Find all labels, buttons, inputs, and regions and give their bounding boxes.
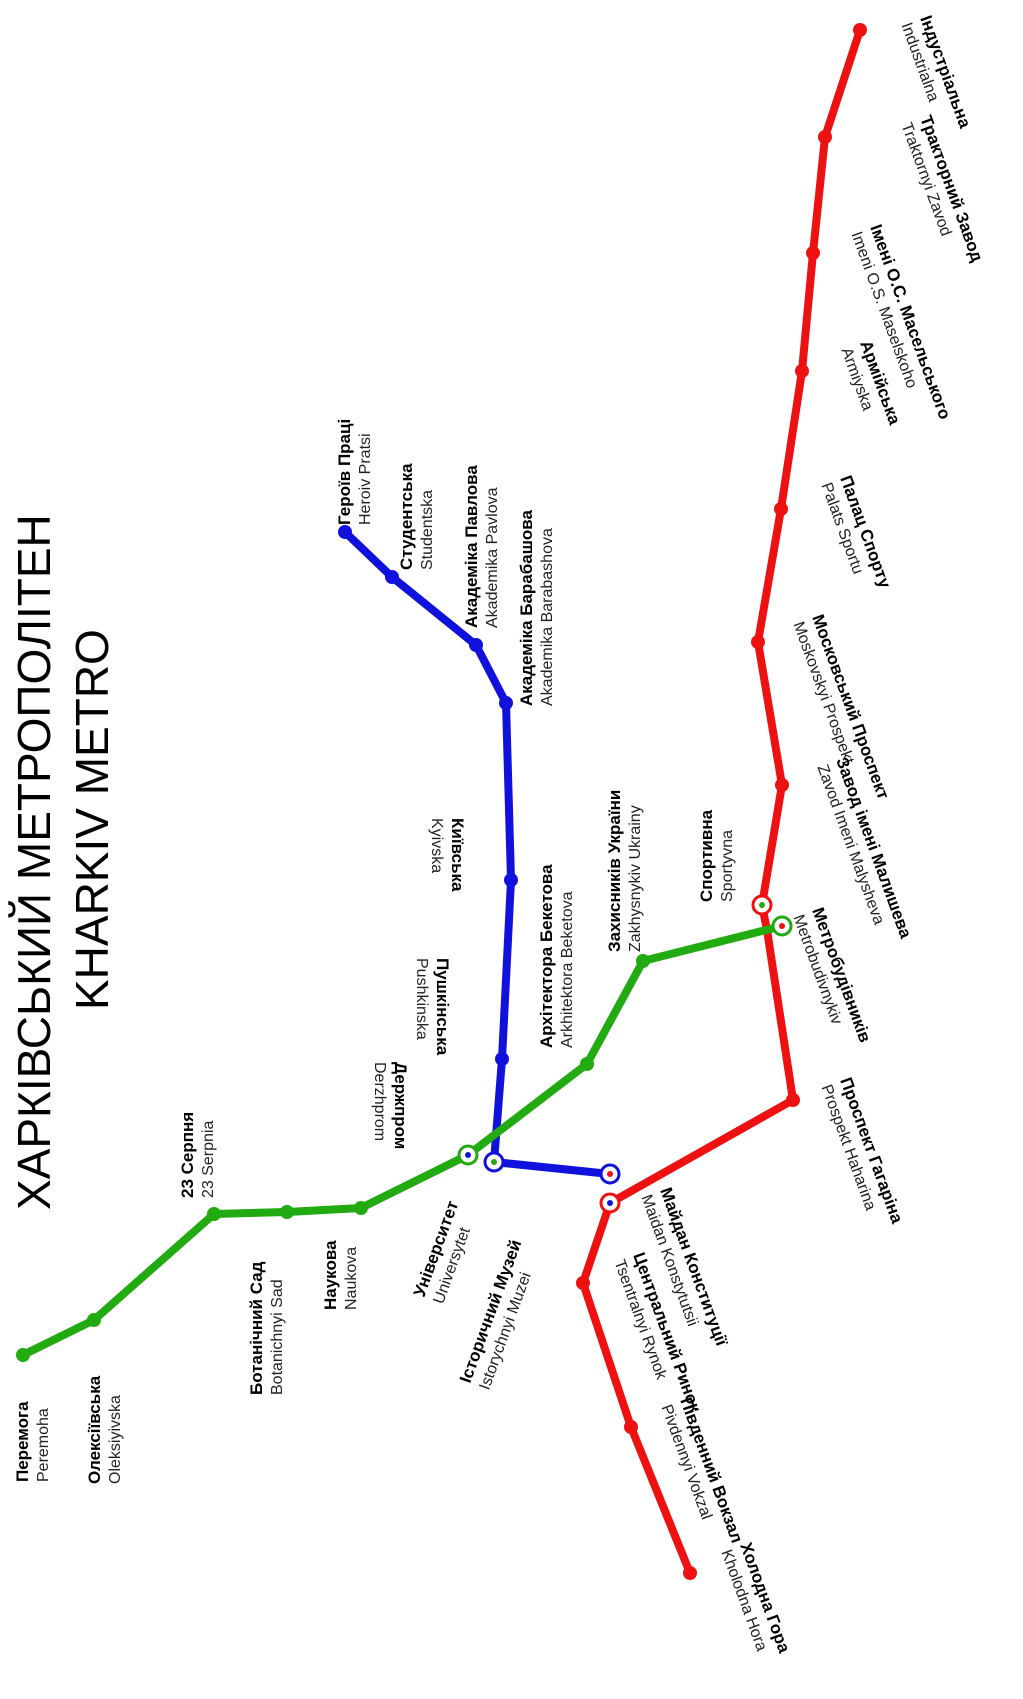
transfer-universytet[interactable]	[483, 1151, 505, 1173]
svg-text:Akademika Pavlova: Akademika Pavlova	[484, 487, 501, 628]
svg-text:Академіка Барабашова: Академіка Барабашова	[517, 510, 536, 706]
station-dot[interactable]	[207, 1207, 221, 1221]
station-dot[interactable]	[580, 1057, 594, 1071]
svg-text:Держпром: Держпром	[391, 1062, 410, 1149]
transfer-stations	[457, 894, 793, 1214]
svg-text:Захисників України: Захисників України	[605, 790, 624, 952]
svg-text:Архітектора Бекетова: Архітектора Бекетова	[537, 864, 556, 1048]
svg-text:Heroiv Pratsi: Heroiv Pratsi	[357, 433, 374, 525]
svg-text:Ботанічний Сад: Ботанічний Сад	[247, 1261, 266, 1395]
station-dot[interactable]	[751, 635, 765, 649]
label-zakhysnykiv-ukrainy: Захисників України Zakhysnykiv Ukrainy	[605, 790, 644, 952]
station-dot[interactable]	[280, 1205, 294, 1219]
svg-text:23 Serpnia: 23 Serpnia	[200, 1121, 217, 1198]
svg-text:Arkhitektora Beketova: Arkhitektora Beketova	[559, 891, 576, 1048]
svg-text:Пушкінська: Пушкінська	[433, 958, 452, 1056]
map-title-english: KHARKIV METRO	[66, 629, 118, 1010]
station-dot[interactable]	[636, 954, 650, 968]
svg-text:Sportyvna: Sportyvna	[719, 830, 736, 902]
station-dot[interactable]	[499, 696, 513, 710]
label-derzhprom: Держпром Derzhprom	[371, 1062, 410, 1149]
svg-text:Zakhysnykiv Ukrainy: Zakhysnykiv Ukrainy	[627, 805, 644, 952]
svg-text:Наукова: Наукова	[321, 1240, 340, 1310]
label-naukova: Наукова Naukova	[321, 1240, 360, 1310]
station-dot[interactable]	[818, 130, 832, 144]
label-akademika-barabashova: Академіка Барабашова Akademika Barabasho…	[517, 510, 556, 706]
blue-line-stations	[338, 525, 518, 1066]
transfer-sportyvna[interactable]	[751, 894, 773, 916]
svg-text:Derzhprom: Derzhprom	[371, 1062, 388, 1141]
label-pushkinska: Пушкінська Pushkinska	[413, 958, 452, 1056]
svg-text:Akademika Barabashova: Akademika Barabashova	[539, 528, 556, 706]
label-studentska: Студентська Studentska	[397, 463, 436, 570]
label-traktornyi-zavod: Тракторний Завод Traktornyi Zavod	[897, 113, 986, 265]
station-dot[interactable]	[774, 502, 788, 516]
station-dot[interactable]	[795, 364, 809, 378]
transfer-maidan-konstytutsii[interactable]	[599, 1192, 621, 1214]
blue-line-path	[341, 528, 614, 1178]
label-palats-sportu: Палац Спорту Palats Sportu	[817, 473, 894, 591]
label-akademika-pavlova: Академіка Павлова Akademika Pavlova	[462, 465, 501, 628]
transfer-metrobudivnykiv[interactable]	[771, 915, 793, 937]
label-23-serpnia: 23 Серпня 23 Serpnia	[178, 1112, 217, 1198]
svg-text:Київська: Київська	[448, 818, 467, 892]
station-dot[interactable]	[338, 525, 352, 539]
station-dot[interactable]	[16, 1348, 30, 1362]
svg-text:Botanichnyi Sad: Botanichnyi Sad	[269, 1279, 286, 1395]
station-dot[interactable]	[495, 1052, 509, 1066]
station-dot[interactable]	[469, 638, 483, 652]
station-dot[interactable]	[786, 1093, 800, 1107]
red-line-stations	[576, 23, 867, 1580]
svg-text:Спортивна: Спортивна	[697, 809, 716, 902]
green-line-stations	[16, 954, 650, 1362]
station-dot[interactable]	[806, 246, 820, 260]
station-dot[interactable]	[576, 1276, 590, 1290]
label-istorychnyi-muzei: Історичний Музей Istorychnyi Muzei	[456, 1237, 535, 1392]
map-title-ukrainian: ХАРКІВСЬКИЙ МЕТРОПОЛІТЕН	[8, 514, 60, 1210]
station-dot[interactable]	[504, 873, 518, 887]
station-dot[interactable]	[853, 23, 867, 37]
svg-text:Pushkinska: Pushkinska	[413, 958, 430, 1040]
svg-text:Студентська: Студентська	[397, 463, 416, 570]
label-kholodna-hora: Холодна Гора Kholodna Hora	[717, 1540, 794, 1656]
transfer-derzhprom[interactable]	[457, 1144, 479, 1166]
station-dot[interactable]	[624, 1420, 638, 1434]
svg-text:Naukova: Naukova	[343, 1247, 360, 1310]
station-dot[interactable]	[775, 778, 789, 792]
svg-text:Peremoha: Peremoha	[35, 1408, 52, 1482]
station-dot[interactable]	[354, 1201, 368, 1215]
svg-text:Перемога: Перемога	[13, 1401, 32, 1482]
label-peremoha: Перемога Peremoha	[13, 1401, 52, 1482]
label-metrobudivnykiv: Метробудівників Metrobudivnykiv	[789, 905, 874, 1045]
svg-text:Героїв Праці: Героїв Праці	[335, 419, 354, 525]
svg-text:Олексіївська: Олексіївська	[85, 1375, 104, 1484]
station-dot[interactable]	[87, 1313, 101, 1327]
label-arkhitektora-beketova: Архітектора Бекетова Arkhitektora Beketo…	[537, 864, 576, 1048]
station-dot[interactable]	[385, 570, 399, 584]
red-line-path	[579, 26, 864, 1577]
label-oleksiivska: Олексіївська Oleksiyivska	[85, 1375, 124, 1484]
label-botanichnyi-sad: Ботанічний Сад Botanichnyi Sad	[247, 1261, 286, 1395]
svg-text:23 Серпня: 23 Серпня	[178, 1112, 197, 1198]
svg-text:Академіка Павлова: Академіка Павлова	[462, 465, 481, 628]
label-kyivska: Київська Kyivska	[428, 818, 467, 892]
label-sportyvna: Спортивна Sportyvna	[697, 809, 736, 902]
label-heroiv-pratsi: Героїв Праці Heroiv Pratsi	[335, 419, 374, 525]
svg-text:Kyivska: Kyivska	[428, 818, 445, 873]
transfer-istorychnyi-muzei[interactable]	[599, 1163, 621, 1185]
label-universytet: Університет Universytet	[410, 1198, 474, 1306]
svg-text:Studentska: Studentska	[419, 490, 436, 570]
label-prospekt-haharina: Проспект Гагаріна Prospekt Haharina	[817, 1075, 906, 1226]
svg-text:Oleksiyivska: Oleksiyivska	[107, 1395, 124, 1484]
station-dot[interactable]	[683, 1566, 697, 1580]
